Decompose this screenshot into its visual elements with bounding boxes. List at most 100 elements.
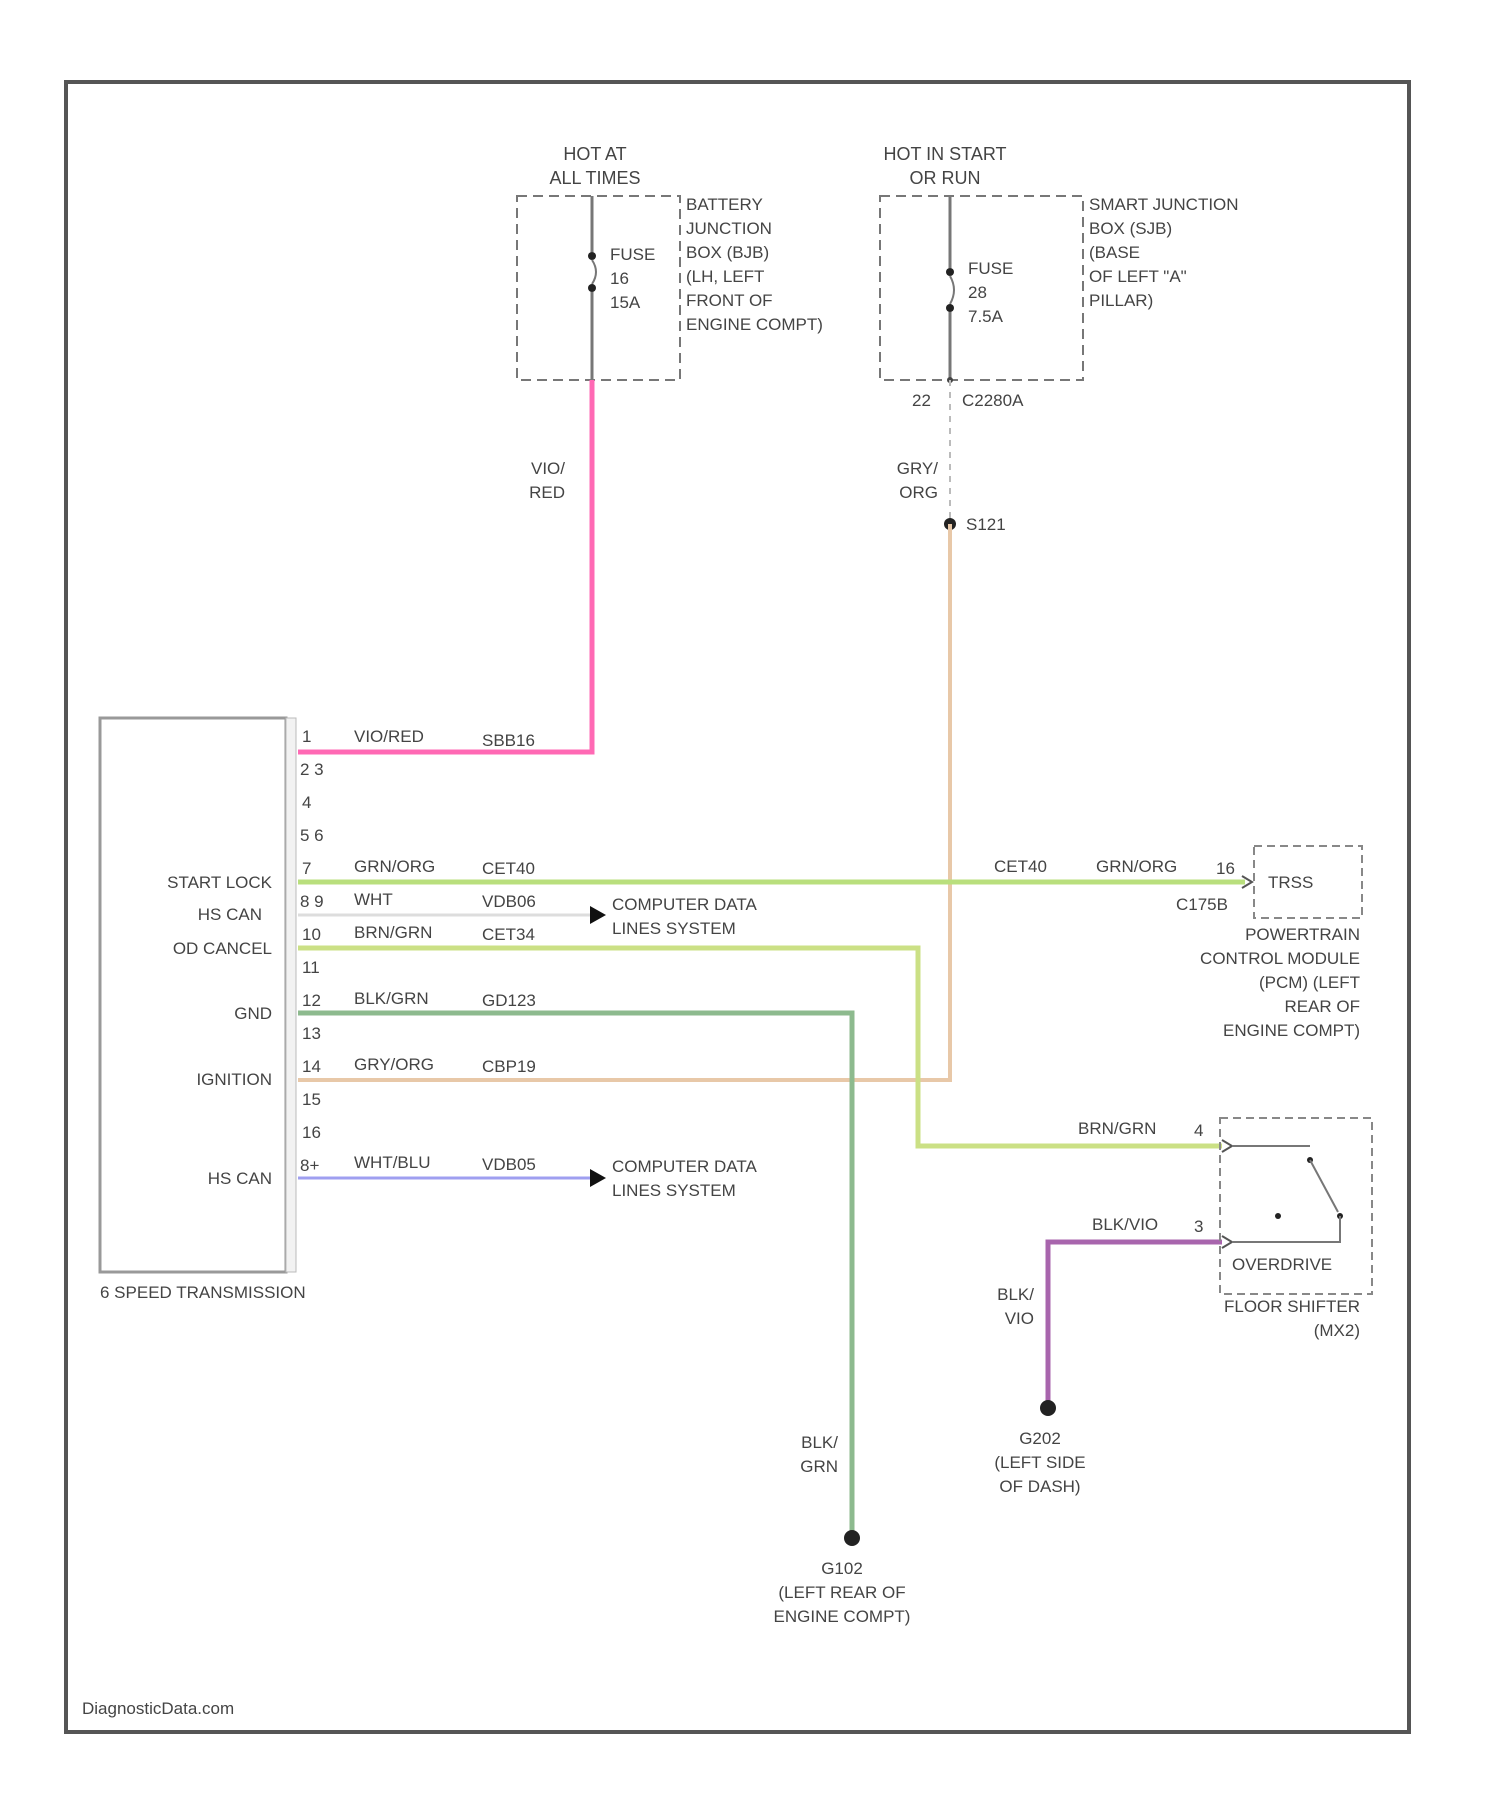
wire-color-label: WHT/BLU	[354, 1153, 431, 1172]
pin-label: 8+	[300, 1156, 319, 1175]
pcm-trss: TRSS	[1268, 873, 1313, 892]
computer-data-label-1: COMPUTER DATA	[612, 895, 757, 914]
pin-label: 16	[302, 1123, 321, 1142]
bjb-box	[517, 196, 680, 380]
sjb-connector: C2280A	[962, 391, 1024, 410]
sjb-label-5: PILLAR)	[1089, 291, 1153, 310]
g102-name-3: ENGINE COMPT)	[774, 1607, 911, 1626]
g102-name-2: (LEFT REAR OF	[778, 1583, 905, 1602]
sjb-label-2: BOX (SJB)	[1089, 219, 1172, 238]
transmission-connector	[286, 718, 296, 1272]
wire-brn-grn	[298, 948, 1222, 1146]
transmission-box	[100, 718, 286, 1272]
wire-color-label: GRN/ORG	[354, 857, 435, 876]
circuit-label: CET40	[482, 859, 535, 878]
wire-vio-red	[298, 380, 592, 752]
pcm-name-5: ENGINE COMPT)	[1223, 1021, 1360, 1040]
func-ignition: IGNITION	[196, 1070, 272, 1089]
transmission-name: 6 SPEED TRANSMISSION	[100, 1283, 306, 1302]
hot-always-line2: ALL TIMES	[549, 168, 640, 188]
wire-vio-red-label-2: RED	[529, 483, 565, 502]
wire-blk-grn	[298, 1013, 852, 1538]
pcm-wire-color: GRN/ORG	[1096, 857, 1177, 876]
pin-label: 14	[302, 1057, 321, 1076]
fuse16-rating: 15A	[610, 293, 641, 312]
circuit-label: CET34	[482, 925, 535, 944]
floor-shifter: BRN/GRN 4 BLK/VIO 3 OVERDRIVE FLOOR SHIF…	[1078, 1118, 1372, 1340]
transmission-module: 6 SPEED TRANSMISSION START LOCK HS CAN O…	[100, 718, 536, 1302]
pin-label: 5 6	[300, 826, 324, 845]
computer-data-label-2: LINES SYSTEM	[612, 919, 736, 938]
ground-g102: BLK/ GRN G102 (LEFT REAR OF ENGINE COMPT…	[774, 1433, 911, 1626]
sjb-label-1: SMART JUNCTION	[1089, 195, 1239, 214]
pcm: CET40 GRN/ORG 16 TRSS C175B POWERTRAIN C…	[994, 846, 1362, 1040]
func-hs-can-1: HS CAN	[198, 905, 262, 924]
circuit-label: CBP19	[482, 1057, 536, 1076]
fuse16-number: 16	[610, 269, 629, 288]
ground-icon	[844, 1530, 860, 1546]
g202-wire-1: BLK/	[997, 1285, 1034, 1304]
wire-gry-org-label-2: ORG	[899, 483, 938, 502]
wire-gry-org-label-1: GRY/	[897, 459, 939, 478]
shifter-wire-bottom: BLK/VIO	[1092, 1215, 1158, 1234]
pin-label: 7	[302, 859, 311, 878]
g102-wire-2: GRN	[800, 1457, 838, 1476]
fuse16-icon	[592, 260, 596, 284]
func-hs-can-2: HS CAN	[208, 1169, 272, 1188]
overdrive-switch-icon	[1310, 1160, 1338, 1212]
g202-name-1: G202	[1019, 1429, 1061, 1448]
pin-label: 13	[302, 1024, 321, 1043]
pcm-name-1: POWERTRAIN	[1245, 925, 1360, 944]
fuse-terminal	[588, 252, 596, 260]
circuit-label: GD123	[482, 991, 536, 1010]
shifter-wire-top: BRN/GRN	[1078, 1119, 1156, 1138]
pcm-name-3: (PCM) (LEFT	[1259, 973, 1360, 992]
pin-label: 4	[302, 793, 311, 812]
wire-color-label: BLK/GRN	[354, 989, 429, 1008]
bjb-label-1: BATTERY	[686, 195, 763, 214]
computer-data-label-3: COMPUTER DATA	[612, 1157, 757, 1176]
bjb-label-5: FRONT OF	[686, 291, 773, 310]
shifter-name-1: FLOOR SHIFTER	[1224, 1297, 1360, 1316]
bjb-label-4: (LH, LEFT	[686, 267, 764, 286]
pcm-name-2: CONTROL MODULE	[1200, 949, 1360, 968]
bjb-label-6: ENGINE COMPT)	[686, 315, 823, 334]
pcm-name-4: REAR OF	[1284, 997, 1360, 1016]
circuit-label: VDB05	[482, 1155, 536, 1174]
battery-junction-box: HOT AT ALL TIMES FUSE 16 15A BATTERY JUN…	[517, 144, 823, 380]
sjb-label-3: (BASE	[1089, 243, 1140, 262]
pin-label: 15	[302, 1090, 321, 1109]
wire-color-label: VIO/RED	[354, 727, 424, 746]
pin-label: 10	[302, 925, 321, 944]
fuse-terminal	[588, 284, 596, 292]
g202-wire-2: VIO	[1005, 1309, 1034, 1328]
wire-vio-red-label-1: VIO/	[531, 459, 565, 478]
computer-data-label-4: LINES SYSTEM	[612, 1181, 736, 1200]
func-od-cancel: OD CANCEL	[173, 939, 272, 958]
pin-label: 11	[302, 958, 320, 977]
pcm-pin: 16	[1216, 859, 1235, 878]
fuse28-number: 28	[968, 283, 987, 302]
wire-blk-vio	[1048, 1242, 1222, 1408]
pcm-circuit: CET40	[994, 857, 1047, 876]
hot-run-line2: OR RUN	[910, 168, 981, 188]
fuse-terminal	[946, 304, 954, 312]
wire-color-label: BRN/GRN	[354, 923, 432, 942]
g102-name-1: G102	[821, 1559, 863, 1578]
splice-label: S121	[966, 515, 1006, 534]
pin-label: 2 3	[300, 760, 324, 779]
circuit-label: VDB06	[482, 892, 536, 911]
sjb-label-4: OF LEFT "A"	[1089, 267, 1187, 286]
pcm-connector: C175B	[1176, 895, 1228, 914]
pin-label: 12	[302, 991, 321, 1010]
wire-color-label: GRY/ORG	[354, 1055, 434, 1074]
shifter-pin-bottom: 3	[1194, 1217, 1203, 1236]
circuit-label: SBB16	[482, 731, 535, 750]
fuse16-label: FUSE	[610, 245, 655, 264]
wire-color-label: WHT	[354, 890, 393, 909]
bjb-label-3: BOX (BJB)	[686, 243, 769, 262]
overdrive-label: OVERDRIVE	[1232, 1255, 1332, 1274]
shifter-pin-top: 4	[1194, 1121, 1203, 1140]
ground-g202: BLK/ VIO G202 (LEFT SIDE OF DASH)	[994, 1285, 1085, 1496]
